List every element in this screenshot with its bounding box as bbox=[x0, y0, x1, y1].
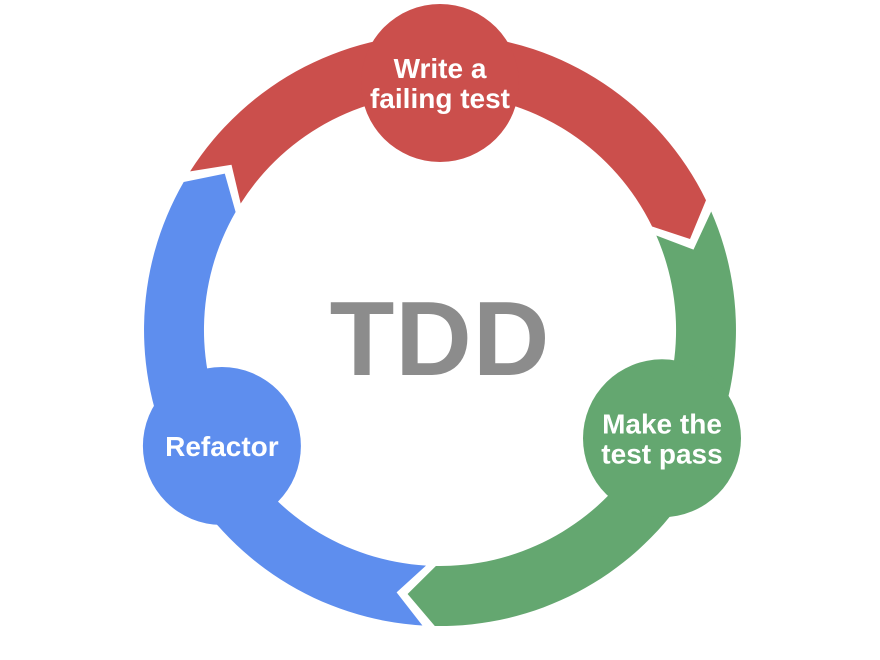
step-bubble-write-failing-test bbox=[361, 4, 519, 162]
step-label-line: Make the bbox=[602, 408, 722, 439]
step-bubble-refactor bbox=[142, 367, 301, 525]
step-label-line: Refactor bbox=[165, 431, 279, 462]
step-bubble-make-test-pass bbox=[583, 359, 741, 518]
step-label-refactor: Refactor bbox=[165, 431, 279, 462]
step-label-line: test pass bbox=[601, 438, 722, 469]
cycle-arrow-write-failing-test bbox=[190, 34, 707, 240]
center-title: TDD bbox=[330, 280, 551, 398]
step-label-line: failing test bbox=[370, 83, 510, 114]
cycle-arrow-make-test-pass bbox=[407, 211, 736, 627]
step-label-line: Write a bbox=[394, 53, 487, 84]
step-refactor: Refactor bbox=[142, 173, 427, 626]
